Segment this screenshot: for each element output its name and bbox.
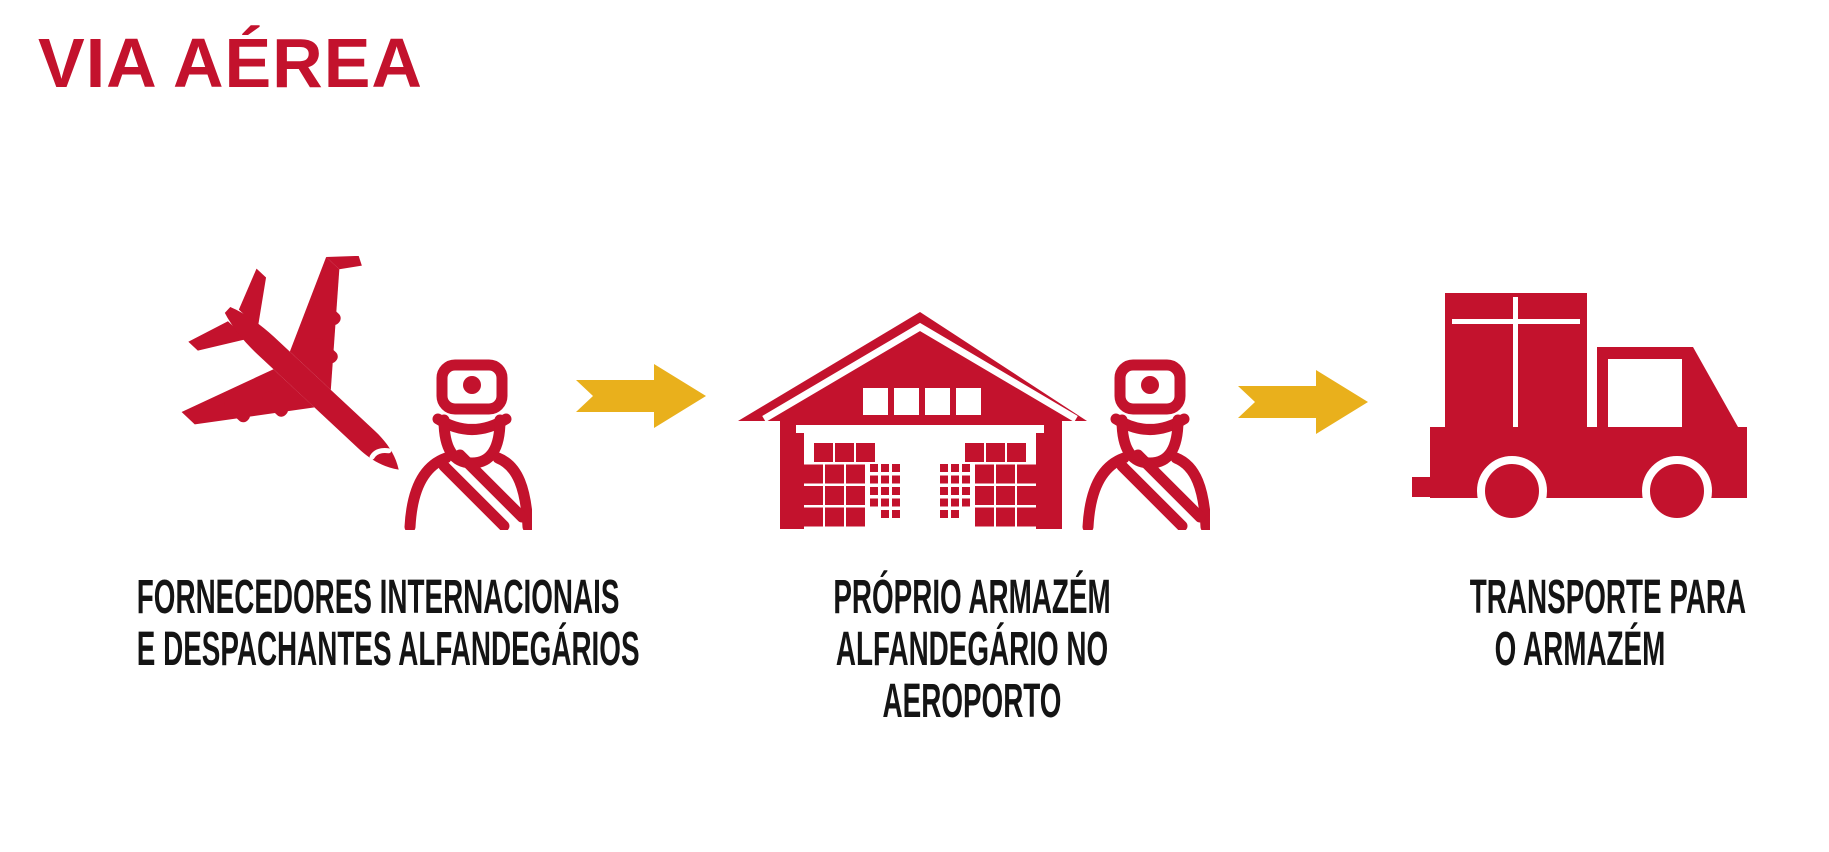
- airplane-icon: [150, 256, 466, 514]
- step-2-label-line-3: AEROPORTO: [882, 675, 1062, 728]
- step-2-label: PRÓPRIO ARMAZÉM ALFANDEGÁRIO NO AEROPORT…: [722, 572, 1222, 728]
- arrow-right-icon: [576, 364, 706, 428]
- customs-officer-icon: [404, 356, 532, 530]
- page-title: VIA AÉREA: [38, 24, 423, 102]
- delivery-truck-icon: [1408, 290, 1753, 525]
- step-2-label-line-2: ALFANDEGÁRIO NO: [835, 623, 1109, 676]
- step-3-label: TRANSPORTE PARA O ARMAZÉM: [1390, 572, 1770, 676]
- step-3-label-line-2: O ARMAZÉM: [1494, 623, 1666, 676]
- step-1-label: FORNECEDORES INTERNACIONAIS E DESPACHANT…: [15, 571, 640, 676]
- step-3-label-line-1: TRANSPORTE PARA: [1469, 571, 1747, 624]
- arrow-right-icon: [1238, 370, 1368, 434]
- step-2-label-line-1: PRÓPRIO ARMAZÉM: [833, 571, 1111, 624]
- customs-officer-icon: [1082, 356, 1210, 530]
- bonded-warehouse-icon: [738, 312, 1088, 532]
- step-1-label-line-1: FORNECEDORES INTERNACIONAIS: [136, 571, 620, 624]
- step-1-label-line-2: E DESPACHANTES ALFANDEGÁRIOS: [136, 623, 640, 676]
